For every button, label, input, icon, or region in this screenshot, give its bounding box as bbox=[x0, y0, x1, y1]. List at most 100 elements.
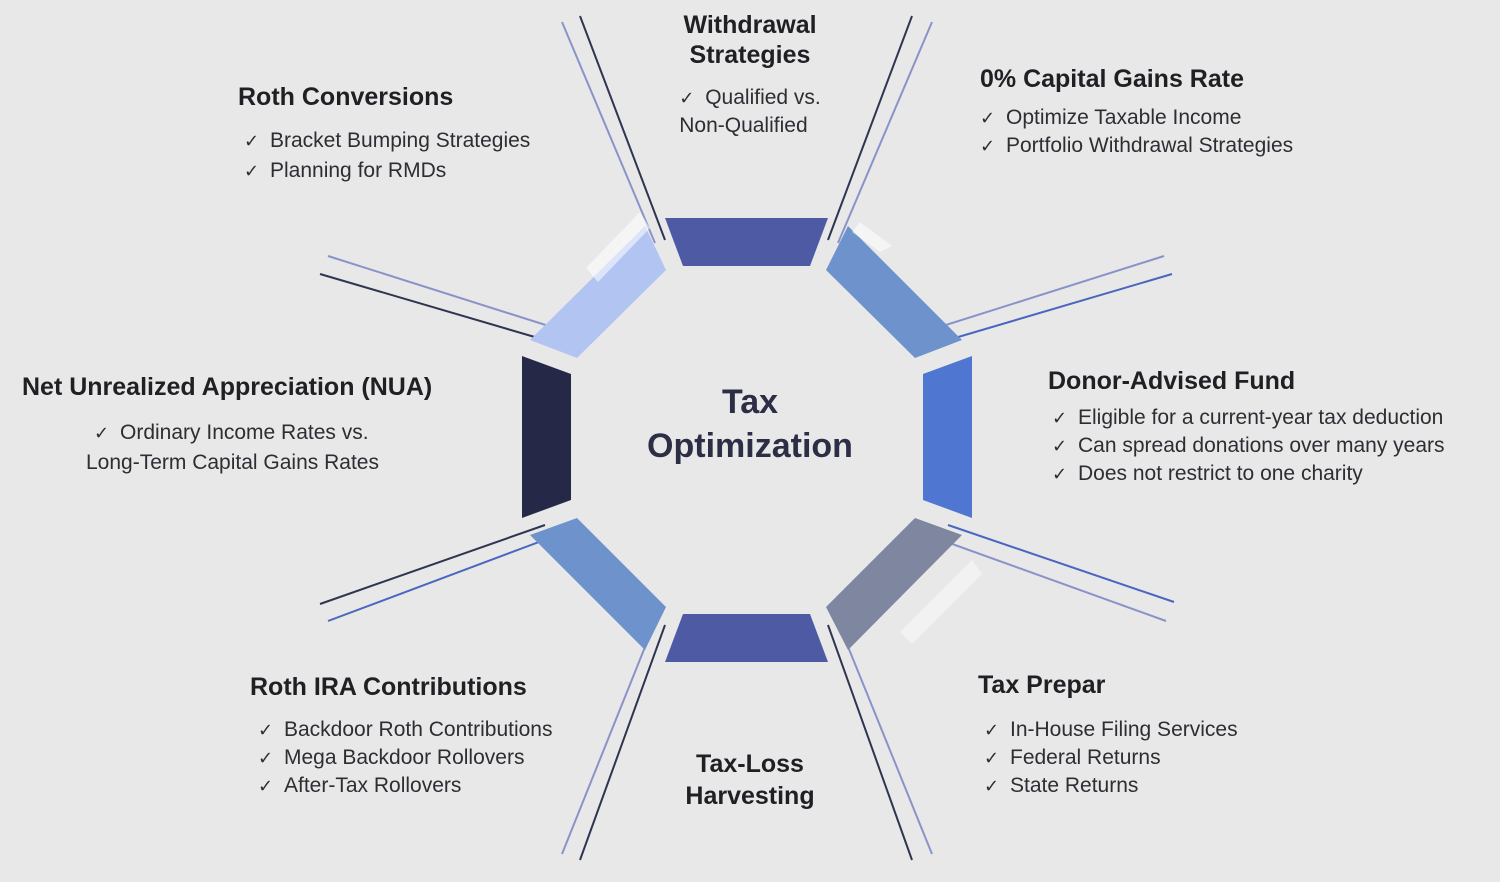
item-text: Bracket Bumping Strategies bbox=[270, 129, 531, 152]
item-text: Non-Qualified bbox=[679, 114, 808, 137]
spoke-line bbox=[327, 255, 556, 329]
check-icon: ✓ bbox=[244, 131, 260, 151]
list-item: ✓ After-Tax Rollovers bbox=[258, 772, 552, 800]
check-icon: ✓ bbox=[94, 423, 110, 443]
check-icon: ✓ bbox=[980, 136, 996, 156]
item-text: In-House Filing Services bbox=[1010, 718, 1238, 741]
ring-segment-right bbox=[923, 356, 972, 518]
spoke-line bbox=[579, 624, 666, 861]
item-list: ✓ Backdoor Roth Contributions ✓ Mega Backd… bbox=[250, 716, 552, 800]
list-item: ✓ Backdoor Roth Contributions bbox=[258, 716, 552, 744]
check-icon: ✓ bbox=[258, 748, 274, 768]
section-title: Roth IRA Contributions bbox=[250, 673, 527, 701]
section-title: Withdrawal Strategies bbox=[600, 10, 900, 70]
list-item: ✓ In-House Filing Services bbox=[984, 716, 1238, 744]
ring-segment-top-left bbox=[530, 226, 666, 358]
section-tax-loss-harvesting: Tax-Loss Harvesting bbox=[600, 748, 900, 822]
item-text: Qualified vs. bbox=[705, 86, 821, 109]
list-item: ✓ Optimize Taxable Income bbox=[980, 104, 1293, 132]
section-title: Roth Conversions bbox=[238, 83, 454, 111]
title-line-1: Withdrawal bbox=[683, 11, 817, 39]
item-text: Planning for RMDs bbox=[270, 159, 447, 182]
item-text: Long-Term Capital Gains Rates bbox=[86, 451, 379, 474]
ring-segment-left bbox=[522, 356, 571, 518]
item-list: ✓ Bracket Bumping Strategies ✓ Planning fo… bbox=[238, 126, 530, 186]
item-text: Backdoor Roth Contributions bbox=[284, 718, 553, 741]
section-title: Net Unrealized Appreciation (NUA) bbox=[22, 373, 433, 401]
check-icon: ✓ bbox=[679, 88, 695, 108]
hub-title: Tax Optimization bbox=[600, 380, 900, 468]
check-icon: ✓ bbox=[1052, 464, 1068, 484]
spoke-line bbox=[837, 621, 933, 855]
spoke-line bbox=[929, 255, 1165, 331]
check-icon: ✓ bbox=[980, 108, 996, 128]
check-icon: ✓ bbox=[984, 776, 1000, 796]
check-icon: ✓ bbox=[984, 748, 1000, 768]
spoke-line bbox=[327, 535, 556, 622]
list-item: ✓Federal Returns bbox=[984, 744, 1238, 772]
spoke-line bbox=[319, 273, 546, 341]
list-item-continuation: Non-Qualified bbox=[679, 112, 821, 139]
item-text: Portfolio Withdrawal Strategies bbox=[1006, 134, 1294, 157]
list-item: ✓ State Returns bbox=[984, 772, 1238, 800]
spoke-line bbox=[827, 624, 913, 861]
section-roth-ira: Roth IRA Contributions ✓ Backdoor Roth Co… bbox=[250, 672, 552, 800]
check-icon: ✓ bbox=[244, 161, 260, 181]
section-title: Tax-Loss Harvesting bbox=[600, 748, 900, 812]
list-item: ✓ Ordinary Income Rates vs. bbox=[94, 418, 432, 448]
spoke-line bbox=[561, 621, 656, 855]
check-icon: ✓ bbox=[984, 720, 1000, 740]
item-list: ✓ Optimize Taxable Income ✓ Portfolio With… bbox=[980, 104, 1293, 160]
ring-segment-top-right bbox=[826, 226, 962, 358]
hub-title-line-2: Optimization bbox=[647, 427, 853, 465]
title-line-1: Tax-Loss bbox=[696, 750, 804, 778]
check-icon: ✓ bbox=[258, 720, 274, 740]
hub-title-line-1: Tax bbox=[721, 383, 779, 421]
item-text: Ordinary Income Rates vs. bbox=[120, 421, 369, 444]
list-item: ✓ Bracket Bumping Strategies bbox=[244, 126, 530, 156]
spoke-line bbox=[947, 524, 1175, 603]
list-item: ✓ Eligible for a current-year tax deducti… bbox=[1052, 404, 1445, 432]
item-list: ✓ In-House Filing Services ✓Federal Retur… bbox=[978, 716, 1238, 800]
highlight-shard bbox=[586, 212, 650, 282]
list-item: ✓ Qualified vs. bbox=[679, 84, 821, 112]
ring-segment-bottom-right bbox=[826, 518, 962, 650]
item-text: Mega Backdoor Rollovers bbox=[284, 746, 525, 769]
item-text: State Returns bbox=[1010, 774, 1139, 797]
spoke-line bbox=[929, 535, 1167, 622]
item-text: Optimize Taxable Income bbox=[1006, 106, 1242, 129]
item-list: ✓ Qualified vs. Non-Qualified bbox=[679, 84, 821, 139]
section-title: Donor-Advised Fund bbox=[1048, 367, 1296, 395]
highlight-shard bbox=[852, 222, 892, 252]
item-text: Can spread donations over many years bbox=[1078, 434, 1445, 457]
section-donor-advised-fund: Donor-Advised Fund ✓ Eligible for a curre… bbox=[1048, 366, 1445, 488]
list-item-continuation: Long-Term Capital Gains Rates bbox=[86, 448, 432, 477]
list-item: ✓Does not restrict to one charity bbox=[1052, 460, 1445, 488]
item-text: Eligible for a current-year tax deductio… bbox=[1078, 406, 1444, 429]
spokes bbox=[319, 15, 1175, 861]
spoke-line bbox=[837, 21, 933, 244]
section-capital-gains: 0% Capital Gains Rate ✓Optimize Taxable … bbox=[980, 64, 1293, 160]
check-icon: ✓ bbox=[1052, 408, 1068, 428]
highlight-shard bbox=[900, 560, 982, 644]
item-list: ✓ Eligible for a current-year tax deducti… bbox=[1048, 404, 1445, 488]
title-line-2: Harvesting bbox=[685, 782, 815, 810]
section-title: Tax Prepar bbox=[978, 671, 1106, 699]
list-item: ✓ Planning for RMDs bbox=[244, 156, 530, 186]
title-line-2: Strategies bbox=[689, 41, 811, 69]
section-tax-preparation: Tax Prepar ✓ In-House Filing Services ✓Fe… bbox=[978, 670, 1238, 800]
spoke-line bbox=[947, 273, 1173, 341]
check-icon: ✓ bbox=[258, 776, 274, 796]
check-icon: ✓ bbox=[1052, 436, 1068, 456]
section-withdrawal-strategies: Withdrawal Strategies ✓ Qualified vs. Non… bbox=[600, 10, 900, 139]
list-item: ✓ Can spread donations over many years bbox=[1052, 432, 1445, 460]
spoke-line bbox=[319, 524, 546, 605]
ring-segment-bottom-left bbox=[530, 518, 666, 650]
list-item: ✓ Mega Backdoor Rollovers bbox=[258, 744, 552, 772]
section-roth-conversions: Roth Conversions ✓ Bracket Bumping Strate… bbox=[238, 82, 530, 186]
spoke-line bbox=[579, 15, 666, 241]
item-text: After-Tax Rollovers bbox=[284, 774, 462, 797]
spoke-line bbox=[827, 15, 913, 241]
item-list: ✓ Ordinary Income Rates vs. Long-Term Cap… bbox=[22, 418, 432, 477]
